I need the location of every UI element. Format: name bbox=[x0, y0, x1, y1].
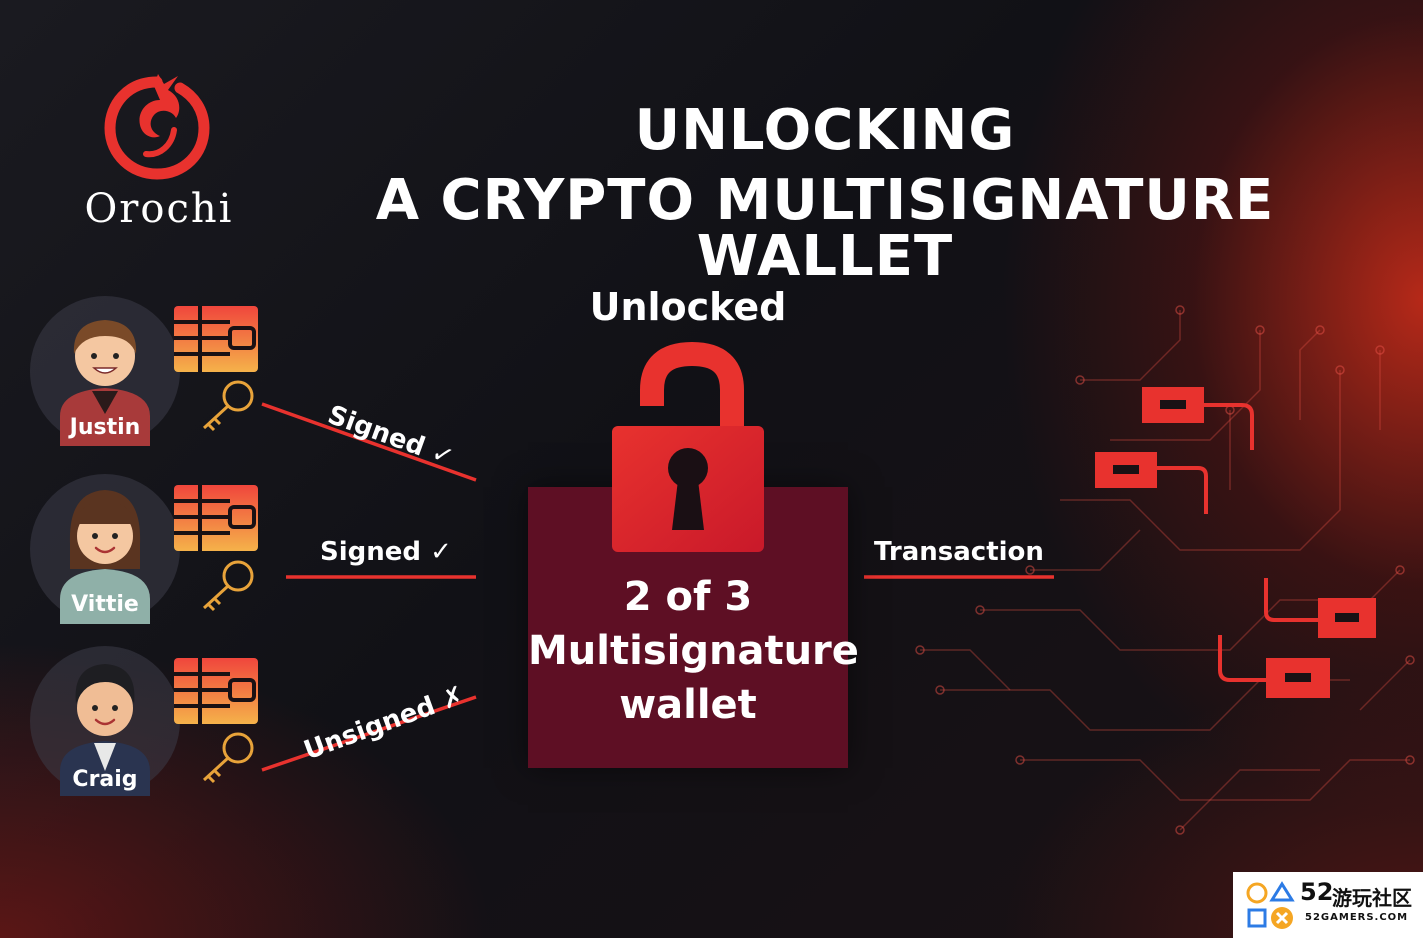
watermark-url: 52GAMERS.COM bbox=[1305, 912, 1409, 923]
wallet-threshold: 2 of 3 bbox=[623, 574, 753, 620]
check-icon: ✓ bbox=[430, 537, 452, 567]
orochi-dragon-logo bbox=[104, 74, 210, 180]
gamepad-symbols-icon bbox=[1246, 881, 1295, 929]
wallet-label: wallet bbox=[619, 682, 757, 728]
unlocked-status-label: Unlocked bbox=[589, 285, 787, 329]
open-padlock-icon bbox=[612, 341, 764, 552]
chip-card-icon bbox=[174, 658, 258, 724]
wallet-type: Multisignature bbox=[528, 628, 859, 674]
chip-card-icon bbox=[174, 485, 258, 551]
title-line-2: A CRYPTO MULTISIGNATURE WALLET bbox=[375, 168, 1275, 289]
circuit-network bbox=[915, 305, 1415, 835]
bitcoin-key-icon bbox=[202, 732, 254, 784]
bitcoin-key-icon bbox=[202, 380, 254, 432]
chip-card-icon bbox=[174, 306, 258, 372]
signer-cards-and-keys bbox=[174, 306, 258, 784]
bitcoin-key-icon bbox=[202, 560, 254, 612]
signer-name-justin: Justin bbox=[69, 415, 141, 440]
watermark-number: 52 bbox=[1300, 878, 1334, 906]
transaction-label: Transaction bbox=[874, 537, 1044, 567]
signer-name-vittie: Vittie bbox=[71, 592, 139, 617]
avatar-justin bbox=[30, 296, 180, 446]
signer-name-craig: Craig bbox=[72, 767, 138, 792]
title-line-1: UNLOCKING bbox=[634, 98, 1016, 163]
avatar-vittie bbox=[30, 474, 180, 624]
avatar-craig bbox=[30, 646, 180, 796]
watermark-chinese-text: 游玩社区 bbox=[1332, 886, 1412, 910]
brand-name: Orochi bbox=[84, 186, 234, 232]
signature-status-vittie: Signed ✓ bbox=[320, 537, 452, 567]
